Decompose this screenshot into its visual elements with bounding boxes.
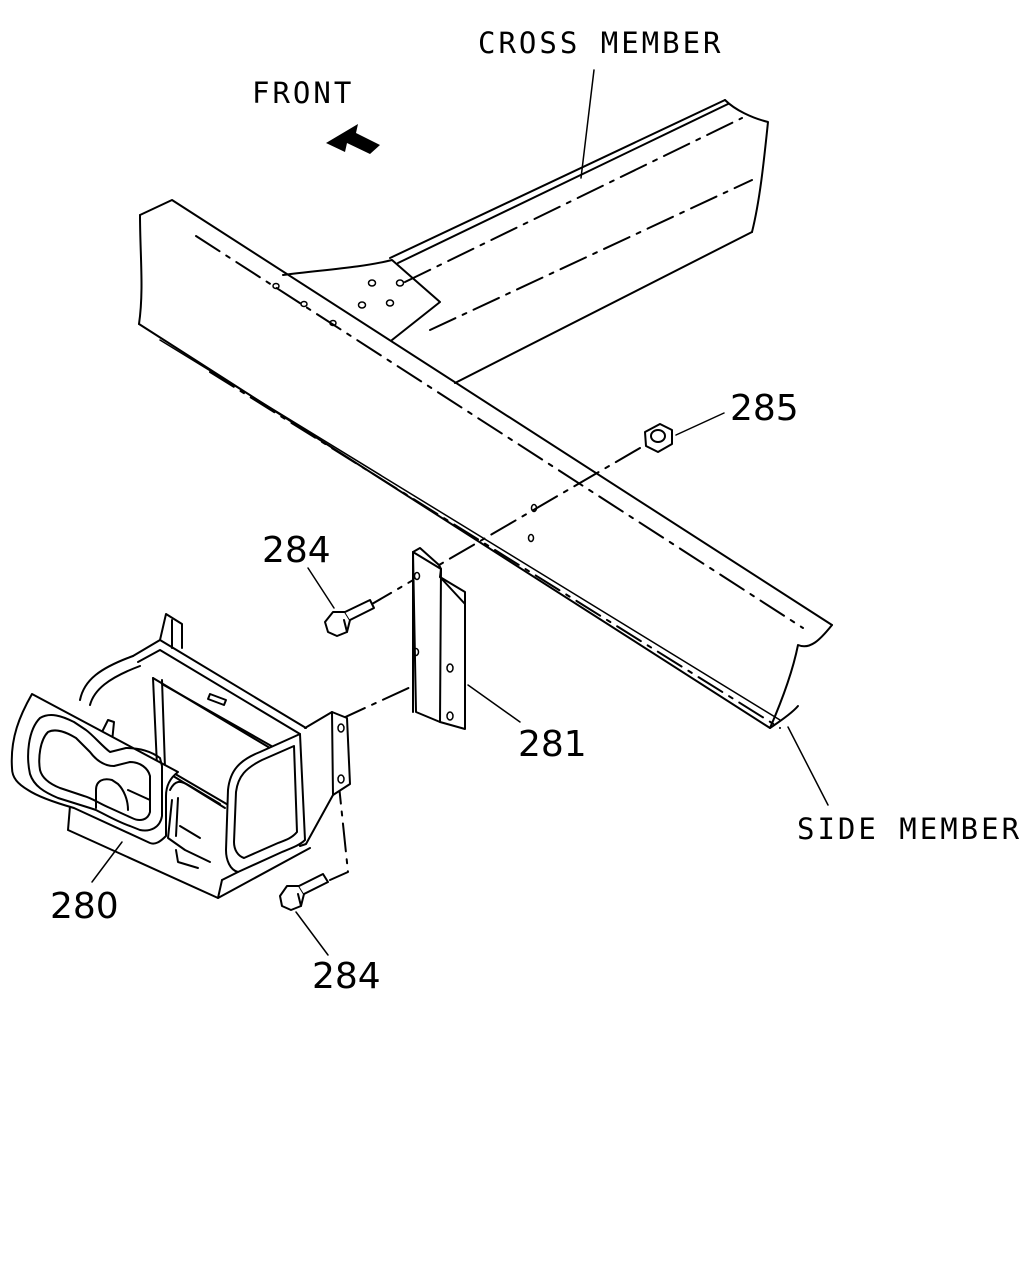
callout-284-upper: 284: [262, 530, 331, 571]
leader-280: [91, 841, 123, 883]
callout-281: 281: [518, 724, 587, 765]
cross-member-leader: [580, 69, 595, 179]
leader-284-lower: [295, 911, 329, 956]
cross-member-label: CROSS MEMBER: [478, 26, 724, 60]
callout-284-lower: 284: [312, 956, 381, 997]
bolt-284-lower: [279, 873, 329, 911]
gusset-plate: [272, 259, 538, 543]
side-member-leader: [787, 726, 829, 806]
leader-285: [675, 412, 725, 436]
bracket-281: [412, 547, 466, 730]
side-member: [138, 199, 833, 729]
tray-280: [10, 613, 351, 899]
front-label: FRONT: [252, 76, 354, 110]
nut-285: [644, 423, 673, 453]
leader-284-upper: [307, 567, 335, 609]
leader-281: [467, 684, 521, 723]
bolt-284-upper: [324, 599, 375, 637]
callout-280: 280: [50, 886, 119, 927]
callout-285: 285: [730, 388, 799, 429]
side-member-label: SIDE MEMBER: [797, 812, 1022, 846]
cross-member: [389, 99, 769, 384]
arrow-front-icon: [326, 124, 380, 154]
